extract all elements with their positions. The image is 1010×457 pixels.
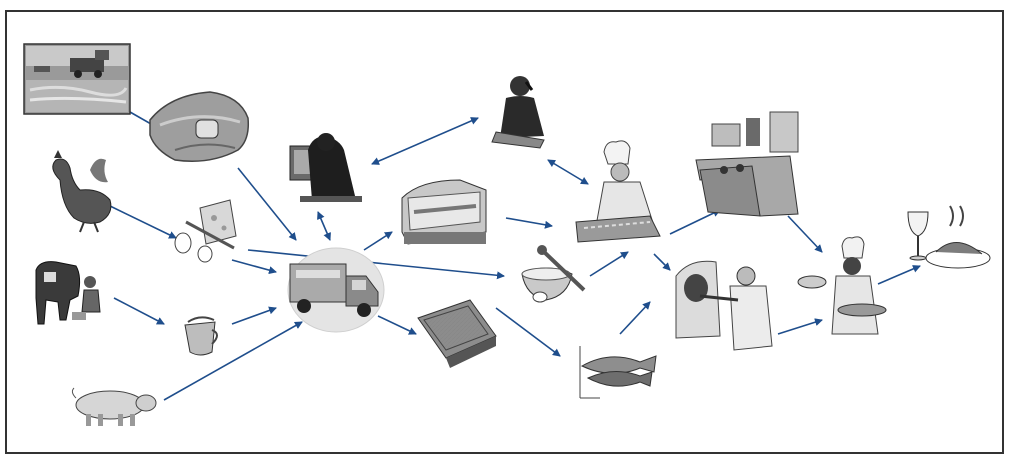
chef-with-tray-icon [576,141,660,242]
arrow-kitchen-to-waiter-chef [788,216,822,252]
pig-icon [72,388,156,426]
arrow-chef-tray-to-baker-oven [654,254,670,270]
arrow-cow-farmer-to-milk-jug [114,298,164,324]
display-fridge-icon [402,180,486,244]
arrow-rooster-to-cheese-eggs [108,205,176,238]
arrow-flour-bowl-to-chef-tray [590,252,628,276]
connection-arrows [108,112,920,400]
arrow-delivery-truck-to-display-fridge [364,232,392,250]
arrow-pig-to-delivery-truck [164,322,302,400]
combine-harvester-field-icon [24,44,130,114]
arrow-baker-oven-to-waiter-chef [778,320,822,334]
chef-serving-icon [798,237,886,334]
professional-kitchen-icon [696,112,798,216]
arrow-delivery-truck-to-freezer-chest [378,316,416,334]
arrow-delivery-truck-to-computer-worker [318,212,330,240]
arrow-milk-jug-to-delivery-truck [232,308,276,324]
arrow-display-fridge-to-chef-tray [506,218,552,226]
arrow-freezer-chest-to-fish [496,308,560,356]
freezer-chest-icon [418,300,496,368]
arrow-waiter-chef-to-plated-meal [878,266,920,284]
grain-sack-icon [150,92,248,161]
rooster-icon [53,150,111,232]
baker-oven-icon [676,261,772,350]
cheese-and-eggs-icon [175,200,236,262]
fish-icon [580,346,656,398]
milk-jug-icon [185,317,217,355]
arrow-cheese-eggs-to-delivery-truck [232,260,276,272]
cow-and-farmer-icon [36,262,100,324]
businessman-phone-icon [492,76,544,148]
wine-and-plated-meal-icon [908,206,990,268]
computer-worker-icon [290,133,362,202]
delivery-truck-icon [288,248,384,332]
arrow-fish-to-baker-oven [620,302,650,334]
arrow-chef-tray-to-kitchen [670,210,720,234]
arrow-phone-manager-to-chef-tray [548,160,588,184]
arrow-computer-worker-to-phone-manager [372,118,478,164]
arrow-grain-sack-to-delivery-truck [238,168,296,240]
flour-bowl-icon [522,245,584,302]
